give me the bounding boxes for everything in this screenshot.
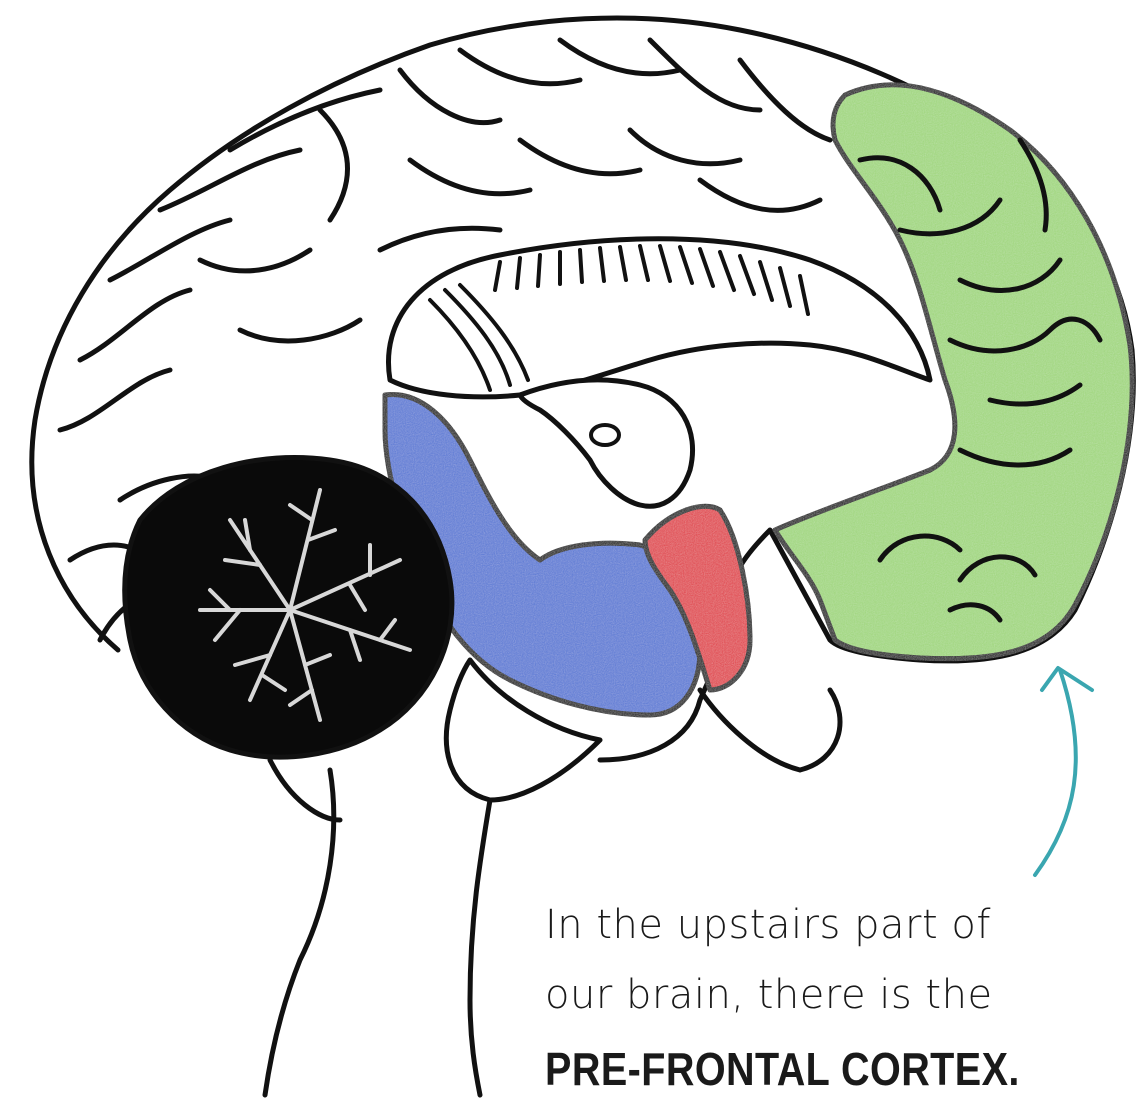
caption-emphasis: PRE-FRONTAL CORTEX. bbox=[545, 1034, 1027, 1104]
interthalamic-adhesion bbox=[591, 425, 619, 445]
caption-line-2: our brain, there is the bbox=[545, 960, 1105, 1030]
brainstem bbox=[265, 770, 490, 1095]
caption: In the upstairs part of our brain, there… bbox=[545, 890, 1105, 1104]
curved-arrow-up-icon bbox=[1035, 668, 1092, 875]
hypothalamus-lobe bbox=[700, 690, 840, 770]
caption-line-1: In the upstairs part of bbox=[545, 890, 1105, 960]
